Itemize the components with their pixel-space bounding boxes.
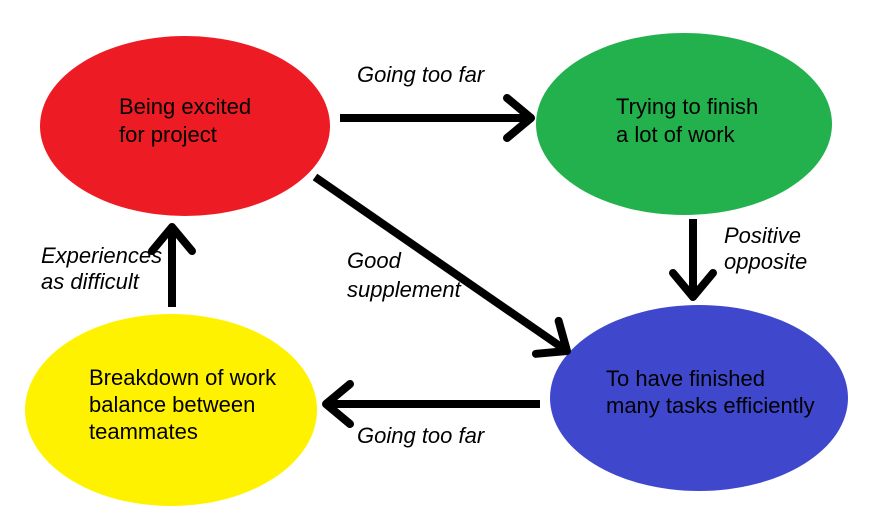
node-trying-to-finish-ellipse: [536, 33, 832, 215]
node-label-line: To have finished: [606, 366, 765, 391]
node-label-line: a lot of work: [616, 122, 735, 147]
edge-label-line: Good: [347, 248, 401, 273]
node-label-line: teammates: [89, 419, 198, 444]
edge-label-good-supplement: Good supplement: [347, 246, 461, 304]
node-label-line: many tasks efficiently: [606, 393, 815, 418]
edge-label-going-too-far-bottom: Going too far: [357, 423, 485, 448]
node-label-trying-to-finish: Trying to finish a lot of work: [616, 93, 758, 149]
node-label-being-excited: Being excited for project: [119, 93, 251, 149]
edge-label-line: opposite: [724, 249, 808, 274]
node-label-line: Trying to finish: [616, 94, 759, 119]
node-finished-tasks-ellipse: [550, 305, 848, 491]
node-label-line: Breakdown of work: [89, 365, 277, 390]
edge-label-going-too-far-top: Going too far: [357, 62, 485, 87]
node-being-excited-ellipse: [40, 36, 330, 216]
node-label-line: for project: [119, 122, 217, 147]
edge-label-experiences-as-difficult: Experiences as difficult: [41, 243, 162, 295]
edge-label-positive-opposite: Positive opposite: [724, 223, 807, 275]
node-label-line: balance between: [89, 392, 256, 417]
edge-label-line: as difficult: [41, 269, 139, 294]
edge-label-line: Positive: [724, 223, 802, 248]
edge-label-line: Experiences: [41, 243, 163, 268]
node-label-line: Being excited: [119, 94, 252, 119]
node-breakdown-ellipse: [25, 314, 317, 506]
edge-label-line: supplement: [347, 277, 461, 302]
node-label-breakdown: Breakdown of work balance between teamma…: [89, 364, 276, 445]
node-label-finished-tasks: To have finished many tasks efficiently: [606, 365, 815, 419]
